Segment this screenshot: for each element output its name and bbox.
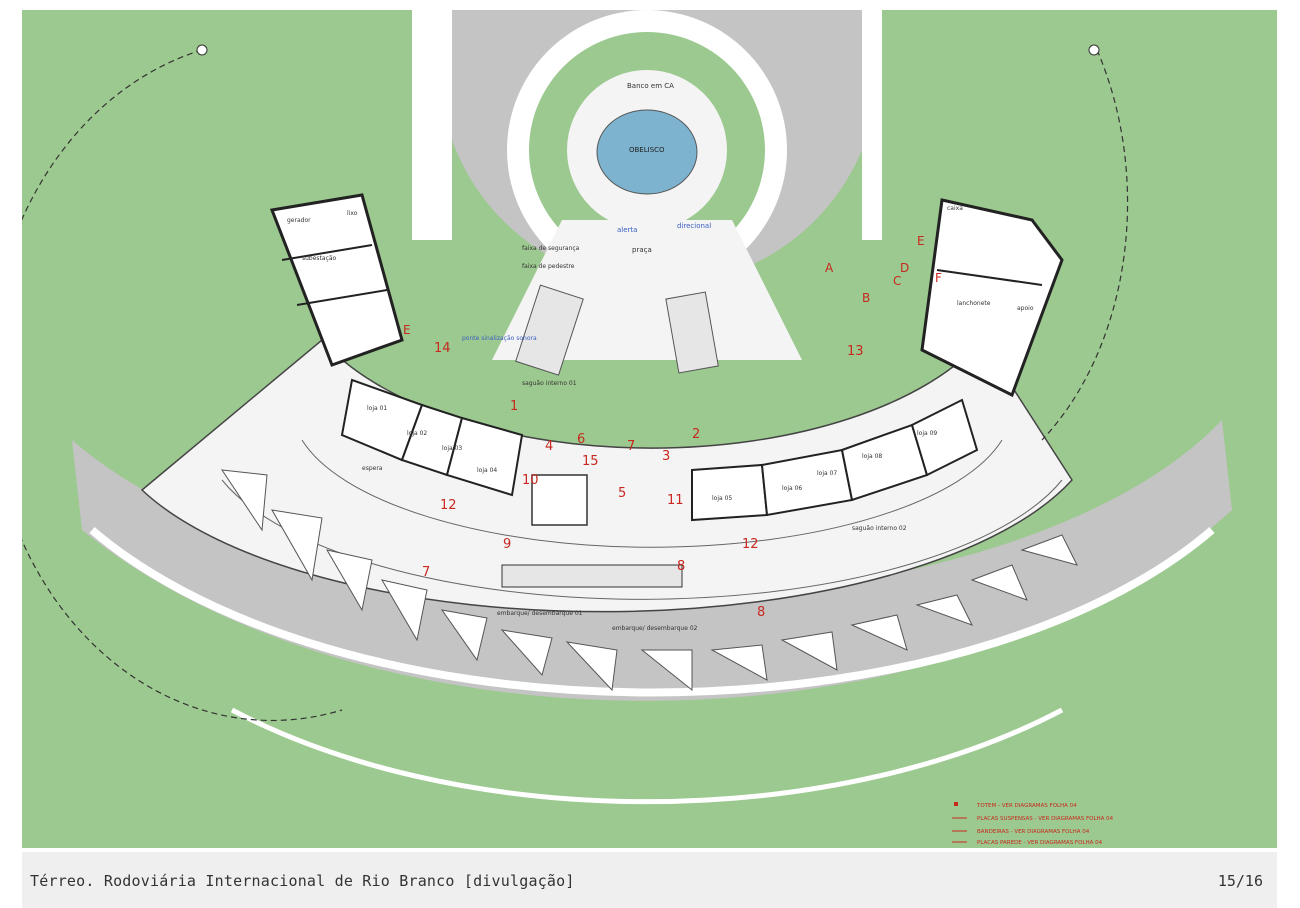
left-building-wall [281,244,373,261]
label-subestacao: subestação [302,255,337,262]
label-faixa-pedestre: faixa de pedestre [522,263,575,270]
label-gerador: gerador [287,217,311,224]
sign-letter: E [403,323,411,337]
plaza-stairs-right [665,291,719,374]
sign-number: 12 [742,537,759,552]
plan-labels: Banco em CA OBELISCO praça alerta direci… [287,82,1114,846]
right-building-wall [936,269,1043,286]
label-apoio: apoio [1017,305,1034,312]
shop-label-07: loja 07 [817,470,837,477]
shop-label-09: loja 09 [917,430,937,437]
label-caixa: caixa [947,205,963,212]
label-praca: praça [632,246,652,254]
sign-number: 3 [662,449,670,464]
label-faixa-seguranca: faixa de segurança [522,245,580,252]
label-saguao-1: saguão interno 01 [522,380,577,387]
legend-item: PLACAS PAREDE - VER DIAGRAMAS FOLHA 04 [977,840,1103,846]
road-curb [89,526,1215,697]
legend: TOTEM - VER DIAGRAMAS FOLHA 04 PLACAS SU… [952,802,1114,846]
boarding-ramp [501,564,683,588]
shop-label-05: loja 05 [712,495,732,502]
figure-frame: Banco em CA OBELISCO praça alerta direci… [22,10,1277,908]
sign-number: 1 [510,399,518,414]
label-lanchonete: lanchonete [957,300,991,307]
central-stairs [531,474,588,526]
page-counter: 15/16 [1217,872,1263,890]
label-lixo: lixo [347,210,358,217]
legend-item: TOTEM - VER DIAGRAMAS FOLHA 04 [976,803,1077,809]
sign-letter: B [862,291,870,305]
sign-number: 11 [667,493,684,508]
shop-label-01: loja 01 [367,405,387,412]
label-embarque-1: embarque/ desembarque 01 [497,610,583,617]
caption-bar: Térreo. Rodoviária Internacional de Rio … [22,852,1277,908]
left-service-building [269,193,404,367]
label-alerta: alerta [617,226,637,234]
label-saguao-2: saguão interno 02 [852,525,907,532]
sign-number: 8 [757,605,765,620]
bus-bays [220,469,1078,692]
signage-numbers: 14 1 4 6 7 2 3 13 15 10 5 12 11 9 12 8 7… [422,341,864,620]
dashed-boundary-right [1041,49,1129,441]
signage-letters: A B C D E F E [403,234,942,337]
survey-point-right [1088,44,1100,56]
figure-caption: Térreo. Rodoviária Internacional de Rio … [30,872,575,890]
floor-plan: Banco em CA OBELISCO praça alerta direci… [22,10,1277,848]
survey-point-left [196,44,208,56]
label-embarque-2: embarque/ desembarque 02 [612,625,698,632]
left-building-wall-2 [296,289,388,306]
sign-number: 9 [503,537,511,552]
right-service-building [920,198,1064,398]
shop-label-02: loja 02 [407,430,427,437]
sign-number: 10 [522,473,539,488]
sign-number: 14 [434,341,451,356]
sign-number: 15 [582,454,599,469]
plaza-stairs-left [515,284,584,376]
legend-totem-icon [954,802,958,806]
sign-letter: E [917,234,925,248]
bus-road [72,420,1232,701]
obelisk-pool [596,109,698,195]
shop-label-04: loja 04 [477,467,497,474]
sign-letter: A [825,261,834,275]
sign-letter: D [900,261,909,275]
label-espera: espera [362,465,383,472]
sign-number: 8 [677,559,685,574]
legend-item: BANDEIRAS - VER DIAGRAMAS FOLHA 04 [977,829,1090,835]
shop-label-08: loja 08 [862,453,882,460]
sign-letter: C [893,274,901,288]
inner-arc-2 [301,439,1003,548]
legend-item: PLACAS SUSPENSAS - VER DIAGRAMAS FOLHA 0… [977,816,1114,822]
sign-number: 7 [627,439,635,454]
sign-number: 13 [847,344,864,359]
label-banco: Banco em CA [627,82,674,90]
shop-label-03: loja 03 [442,445,462,452]
sign-number: 7 [422,565,430,580]
label-rampa: ponte sinalização sonora [462,335,537,342]
label-obelisco: OBELISCO [629,146,665,154]
left-sidewalk [412,10,452,240]
shops [340,378,979,522]
label-direcional: direcional [677,222,711,230]
shop-label-06: loja 06 [782,485,802,492]
sign-number: 4 [545,439,553,454]
sign-number: 2 [692,427,700,442]
sign-number: 5 [618,486,626,501]
outer-curb [230,707,1064,805]
right-sidewalk [862,10,882,240]
plan-drawing [22,10,1232,805]
dashed-boundary-left [22,49,343,722]
sign-number: 6 [577,432,585,447]
sign-letter: F [935,271,942,285]
sign-number: 12 [440,498,457,513]
